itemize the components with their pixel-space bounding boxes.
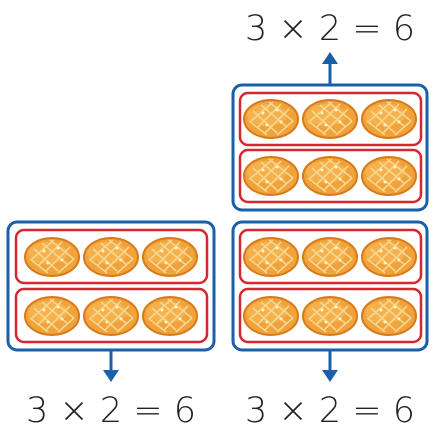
equation-top-right: 3 × 2 = 6 xyxy=(245,9,415,49)
bread-bun-icon xyxy=(244,297,298,335)
arrow-up-head-icon xyxy=(322,52,338,64)
bread-bun-icon xyxy=(25,297,79,335)
equation-bottom-left: 3 × 2 = 6 xyxy=(26,391,196,431)
bread-bun-icon xyxy=(362,297,416,335)
bread-bun-icon xyxy=(362,100,416,138)
arrow-down-left-head-icon xyxy=(103,370,119,382)
bread-bun-icon xyxy=(303,238,357,276)
group-bottom-left xyxy=(8,222,214,350)
bread-bun-icon xyxy=(303,157,357,195)
bread-bun-icon xyxy=(362,238,416,276)
bread-bun-icon xyxy=(362,157,416,195)
bread-bun-icon xyxy=(244,157,298,195)
group-bottom-right xyxy=(233,222,427,350)
bread-bun-icon xyxy=(303,297,357,335)
bread-bun-icon xyxy=(244,238,298,276)
bread-bun-icon xyxy=(244,100,298,138)
arrow-down-right-head-icon xyxy=(322,370,338,382)
group-top-right xyxy=(233,85,427,210)
bread-bun-icon xyxy=(303,100,357,138)
bread-bun-icon xyxy=(143,238,197,276)
equation-bottom-right: 3 × 2 = 6 xyxy=(245,391,415,431)
bread-bun-icon xyxy=(84,238,138,276)
bread-bun-icon xyxy=(143,297,197,335)
bread-bun-icon xyxy=(84,297,138,335)
bread-bun-icon xyxy=(25,238,79,276)
